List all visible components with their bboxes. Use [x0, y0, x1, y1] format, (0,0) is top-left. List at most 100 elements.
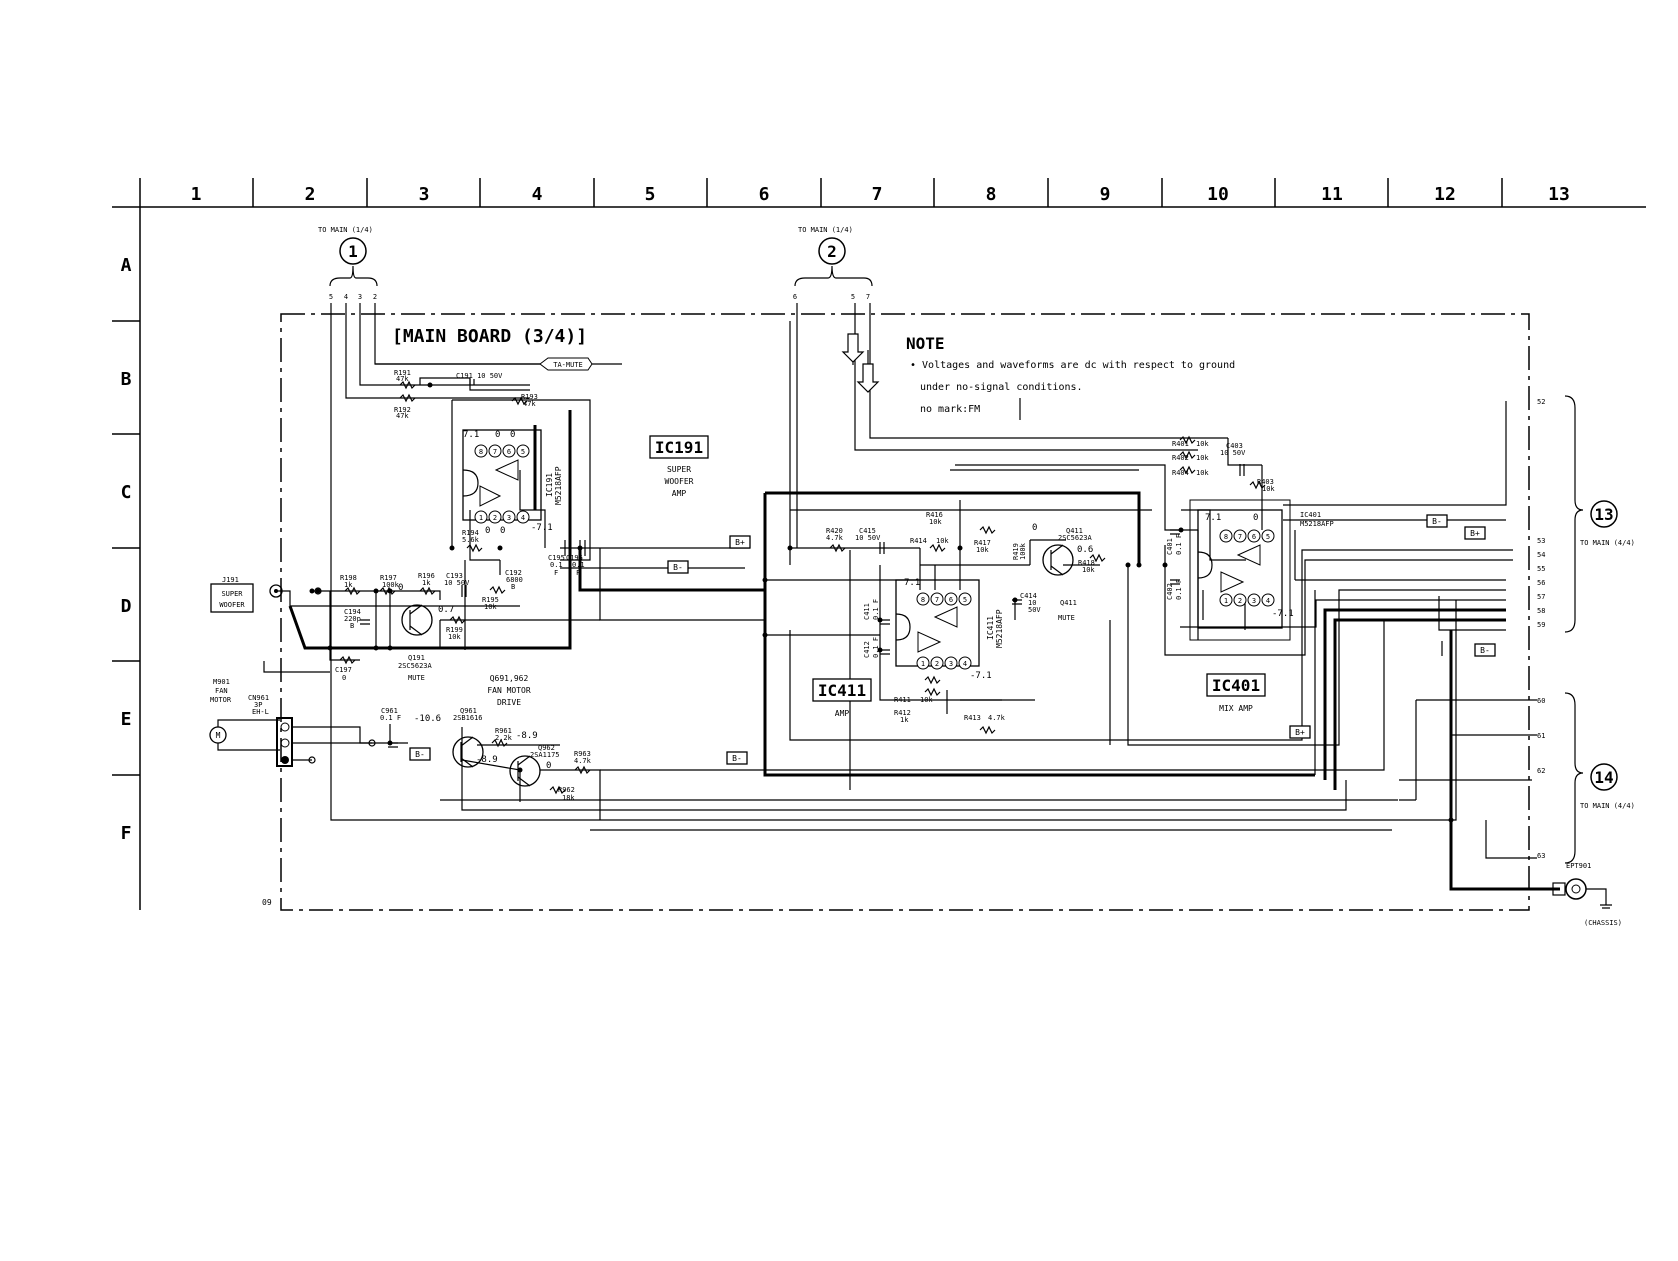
r197-ref: R197 — [380, 574, 397, 582]
connector-2-pin: 5 — [851, 293, 855, 301]
ic401-pin: 4 — [1266, 597, 1270, 605]
ic191-desc-1: SUPER — [667, 465, 691, 474]
voltage: -8.9 — [516, 731, 538, 741]
r417-ref: R417 — [974, 539, 991, 547]
r193-val: 47k — [523, 400, 536, 408]
voltage: 0 — [1032, 523, 1037, 533]
c414-v: 50V — [1028, 606, 1041, 614]
pin-60: 60 — [1537, 697, 1545, 705]
transistor-q962 — [509, 755, 541, 787]
ic411-part-number: M5218AFP — [995, 609, 1004, 648]
ic191-pin: 1 — [479, 514, 483, 522]
r419-val: 100k — [1019, 542, 1027, 560]
voltage: 0 — [500, 526, 505, 536]
fan-drive-line-2: FAN MOTOR — [487, 686, 531, 695]
r197-val: 100k — [382, 581, 400, 589]
r199-val: 10k — [448, 633, 461, 641]
ic191-pin: 3 — [507, 514, 511, 522]
ic401-pin: 8 — [1224, 533, 1228, 541]
ic401-pin: 1 — [1224, 597, 1228, 605]
ic191-desc-3: AMP — [672, 489, 687, 498]
r401-ref: R401 — [1172, 440, 1189, 448]
pin-54: 54 — [1537, 551, 1545, 559]
c412-val: 0.1 F — [872, 637, 880, 658]
q411-ref-2: Q411 — [1060, 599, 1077, 607]
ic401-pin: 2 — [1238, 597, 1242, 605]
r191-val: 47k — [396, 375, 409, 383]
c403-ref: C403 — [1226, 442, 1243, 450]
row-label: A — [121, 255, 132, 276]
m901-symbol: M — [216, 731, 221, 740]
junction-dots — [309, 382, 1454, 823]
voltage: 0 — [485, 526, 490, 536]
r404-ref: R404 — [1172, 469, 1189, 477]
ic411-pin: 8 — [921, 596, 925, 604]
r402-ref: R402 — [1172, 454, 1189, 462]
voltage: 0.6 — [1077, 545, 1093, 555]
m901-label-2: MOTOR — [210, 696, 232, 704]
fan-drive-label: Q691,962 FAN MOTOR DRIVE — [487, 674, 531, 707]
r196-ref: R196 — [418, 572, 435, 580]
r402-val: 10k — [1196, 454, 1209, 462]
r416-val: 10k — [929, 518, 942, 526]
j191-label-2: WOOFER — [219, 601, 245, 609]
pin-58: 58 — [1537, 607, 1545, 615]
c961-ref: C961 — [381, 707, 398, 715]
right-connector-pins: 52 53 54 55 56 57 58 59 60 61 62 63 — [1537, 398, 1545, 860]
q961-ref: Q961 — [460, 707, 477, 715]
voltage: 0 — [1253, 513, 1258, 523]
capacitor-symbols — [360, 379, 1245, 748]
transistor-q191 — [401, 604, 433, 636]
c415-ref: C415 — [859, 527, 876, 535]
connector-1: TO MAIN (1/4) 1 5 4 3 2 — [318, 226, 378, 301]
c194-val: 220p — [344, 615, 361, 623]
row-label: C — [121, 482, 132, 503]
voltage: -7.1 — [1272, 609, 1294, 619]
c411-ref: C411 — [863, 603, 871, 620]
board-outline — [280, 313, 1530, 911]
voltage: 0 — [546, 761, 551, 771]
pin-52: 52 — [1537, 398, 1545, 406]
voltage: 0 — [398, 583, 403, 593]
ta-mute-tag: TA-MUTE — [539, 357, 593, 371]
r191-ref: R191 — [394, 369, 411, 377]
resistor-symbols — [339, 380, 1266, 795]
col-label: 12 — [1434, 184, 1456, 205]
ic401-pin: 6 — [1252, 533, 1256, 541]
c401-ref: C401 — [1166, 538, 1174, 555]
r961-val: 2.2k — [495, 734, 513, 742]
q191-part: 2SC5623A — [398, 662, 433, 670]
r403-val: 10k — [1262, 485, 1275, 493]
ic401-part-number: M5218AFP — [1300, 520, 1334, 528]
cn961-label-2: EH-L — [252, 708, 269, 716]
q962-ref: Q962 — [538, 744, 555, 752]
r418-val: 10k — [1082, 566, 1095, 574]
ic191-pin: 6 — [507, 448, 511, 456]
bplus-tag: B+ — [735, 538, 745, 547]
voltage-readings: 7.1 0 0 -7.1 0 0 0 0.7 -10.6 -8.9 -8.9 0… — [398, 430, 1294, 771]
ic411-pin: 3 — [949, 660, 953, 668]
grid-frame — [112, 178, 1646, 910]
row-label: E — [121, 709, 132, 730]
bplus-tag: B+ — [1470, 529, 1480, 538]
note-line-1: • Voltages and waveforms are dc with res… — [910, 360, 1235, 371]
r413-val: 4.7k — [988, 714, 1006, 722]
ic191-pin: 8 — [479, 448, 483, 456]
c414-ref: C414 — [1020, 592, 1037, 600]
r420-val: 4.7k — [826, 534, 844, 542]
ept901-ref: EPT901 — [1566, 862, 1591, 870]
ic411-pin: 4 — [963, 660, 967, 668]
fan-motor-m901: M901 FAN MOTOR M — [209, 678, 232, 744]
voltage: 0.7 — [438, 605, 454, 615]
r196-val: 1k — [422, 579, 431, 587]
r416-ref: R416 — [926, 511, 943, 519]
connector-1-pin: 3 — [358, 293, 362, 301]
connector-13: 13 TO MAIN (4/4) — [1564, 395, 1635, 633]
c197-val: 0 — [342, 674, 346, 682]
ic411-pin: 7 — [935, 596, 939, 604]
voltage: 7.1 — [904, 578, 920, 588]
r195-val: 10k — [484, 603, 497, 611]
bminus-tag: B- — [415, 750, 425, 759]
note-line-2: under no-signal conditions. — [920, 382, 1083, 393]
